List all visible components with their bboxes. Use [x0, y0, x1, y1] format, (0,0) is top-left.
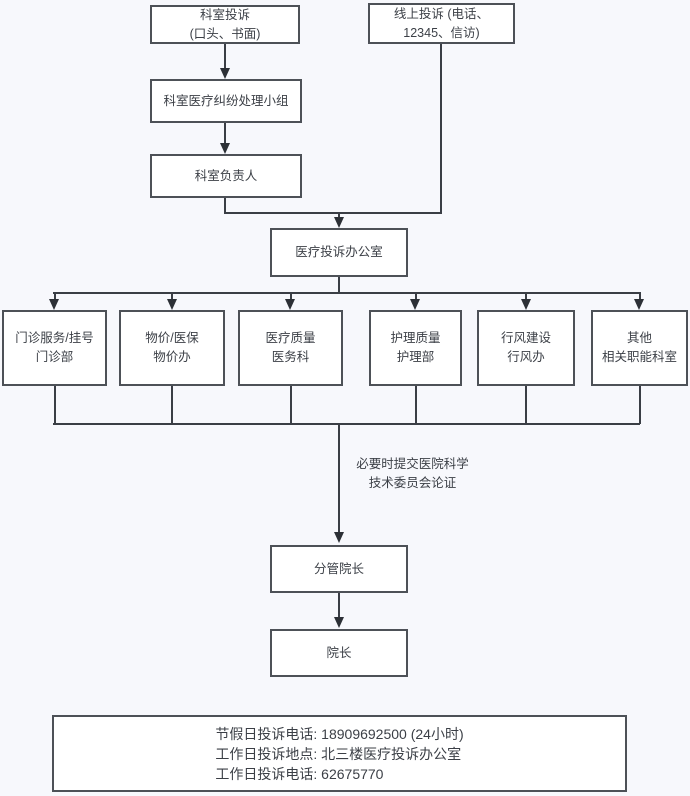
- flow-node-route-pricing: 物价/医保 物价办: [119, 310, 225, 386]
- arrowhead-down: [333, 617, 344, 628]
- connector: [440, 44, 442, 214]
- connector: [414, 386, 417, 424]
- connector: [338, 277, 340, 294]
- connector: [638, 386, 641, 424]
- arrowhead-down: [333, 532, 344, 543]
- flow-node-route-medical-quality: 医疗质量 医务科: [238, 310, 343, 386]
- flow-node-route-outpatient: 门诊服务/挂号 门诊部: [2, 310, 107, 386]
- connector: [289, 386, 292, 424]
- contact-info-box: 节假日投诉电话: 18909692500 (24小时) 工作日投诉地点: 北三楼…: [52, 715, 627, 792]
- connector: [224, 44, 226, 68]
- connector: [525, 386, 527, 424]
- flow-node-route-other: 其他 相关职能科室: [591, 310, 688, 386]
- connector: [53, 292, 640, 294]
- flow-node-online-complaint: 线上投诉 (电话、 12345、信访): [368, 3, 515, 44]
- annotation-committee-review: 必要时提交医院科学 技术委员会论证: [356, 457, 469, 491]
- arrowhead-down: [410, 299, 420, 310]
- arrowhead-down: [634, 299, 644, 310]
- connector: [224, 212, 442, 214]
- connector: [638, 292, 641, 300]
- flow-node-route-conduct: 行风建设 行风办: [477, 310, 575, 386]
- flow-node-vice-president: 分管院长: [270, 545, 408, 593]
- arrowhead-down: [520, 299, 531, 310]
- connector: [414, 292, 417, 300]
- contact-info-text: 节假日投诉电话: 18909692500 (24小时) 工作日投诉地点: 北三楼…: [215, 724, 463, 784]
- connector: [338, 212, 340, 218]
- connector: [53, 423, 640, 425]
- contact-holiday-phone: 节假日投诉电话: 18909692500 (24小时): [215, 725, 464, 742]
- connector: [224, 123, 226, 143]
- flow-node-dispute-team: 科室医疗纠纷处理小组: [150, 79, 302, 123]
- connector: [289, 292, 292, 300]
- arrowhead-down: [166, 299, 177, 310]
- flow-node-president: 院长: [270, 629, 408, 677]
- arrowhead-down: [219, 143, 230, 154]
- connector: [171, 386, 173, 424]
- flow-node-route-nursing-quality: 护理质量 护理部: [369, 310, 462, 386]
- connector: [525, 292, 527, 300]
- contact-workday-location: 工作日投诉地点: 北三楼医疗投诉办公室: [215, 745, 462, 762]
- flow-node-complaint-office: 医疗投诉办公室: [270, 228, 408, 277]
- connector: [224, 198, 226, 214]
- arrowhead-down: [219, 68, 230, 79]
- connector: [53, 292, 56, 300]
- connector: [171, 292, 173, 300]
- flow-node-dept-head: 科室负责人: [150, 154, 302, 198]
- contact-workday-phone: 工作日投诉电话: 62675770: [215, 765, 384, 782]
- connector: [53, 386, 56, 424]
- arrowhead-down: [49, 299, 59, 310]
- flow-node-dept-complaint: 科室投诉 (口头、书面): [150, 5, 300, 44]
- connector: [338, 593, 340, 618]
- arrowhead-down: [285, 299, 295, 310]
- arrowhead-down: [333, 217, 344, 228]
- connector: [338, 423, 340, 532]
